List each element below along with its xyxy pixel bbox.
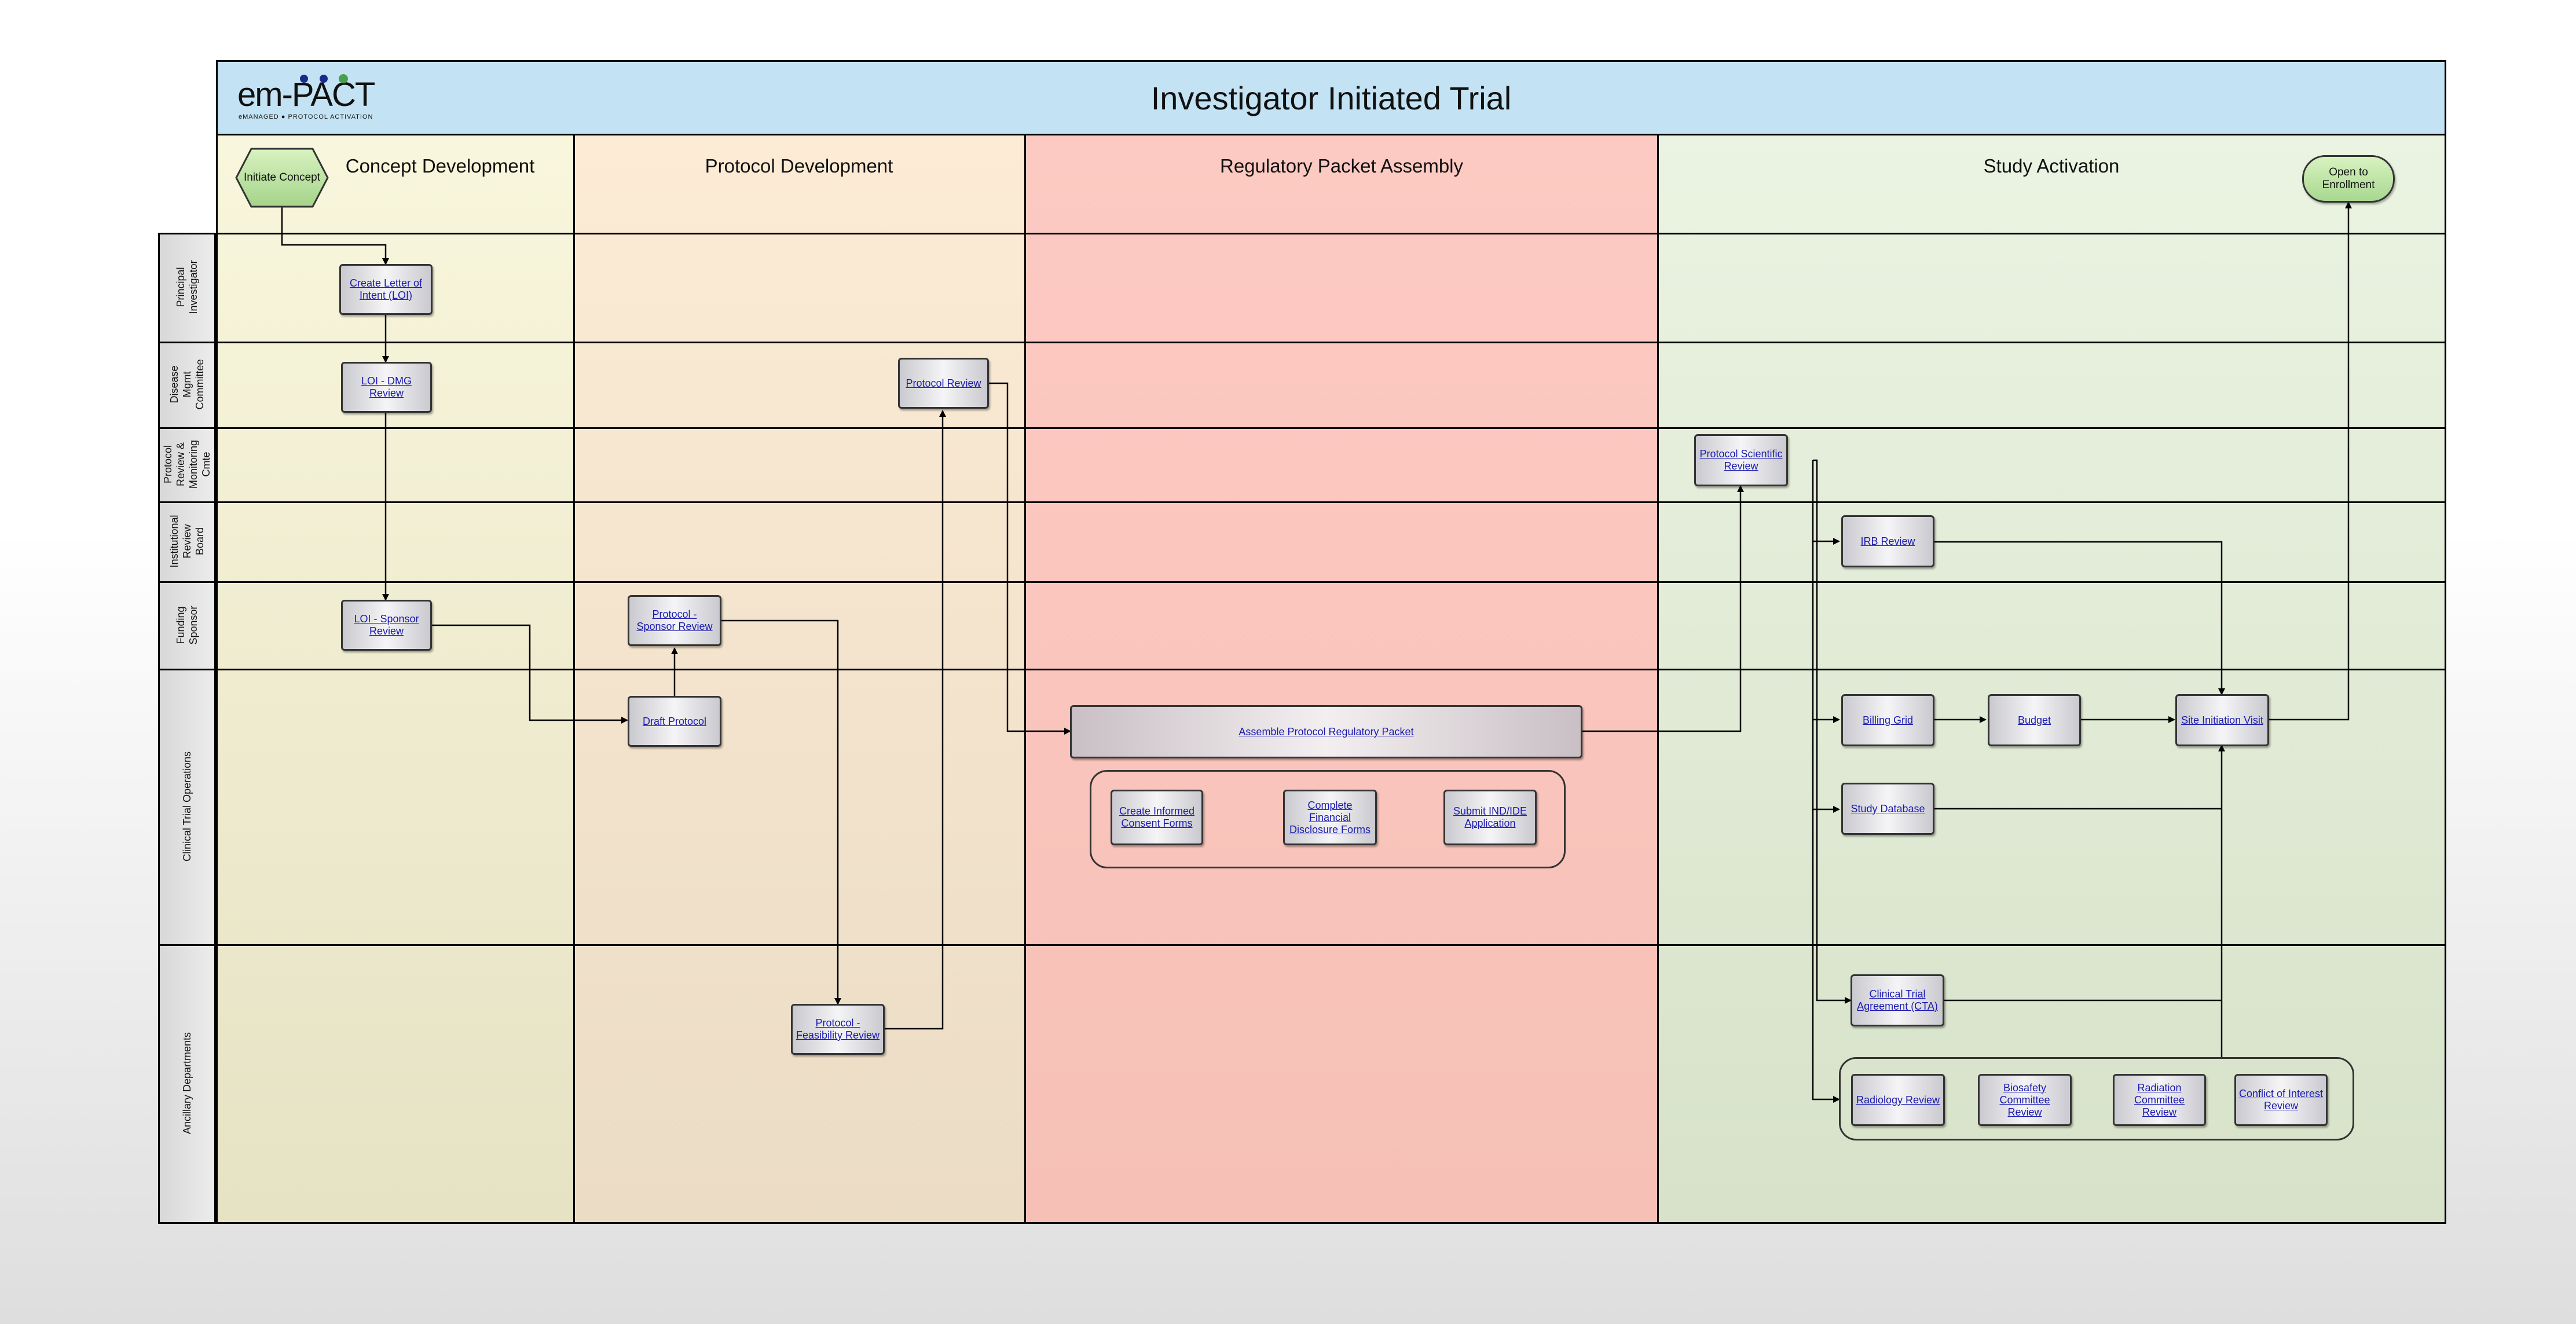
step-irb-review[interactable]: IRB Review bbox=[1841, 515, 1934, 567]
step-conflict-of-interest-review[interactable]: Conflict of Interest Review bbox=[2234, 1074, 2328, 1126]
lane-label-institutional-review-board: Institutional Review Board bbox=[168, 515, 206, 568]
logo-tagline: eMANAGED ● PROTOCOL ACTIVATION bbox=[239, 113, 373, 120]
logo-dots-icon bbox=[300, 74, 348, 83]
step-loi-dmg-review[interactable]: LOI - DMG Review bbox=[341, 362, 432, 413]
phase-column-regulatory bbox=[1024, 134, 1659, 1224]
step-create-loi[interactable]: Create Letter of Intent (LOI) bbox=[339, 264, 433, 315]
phase-title-protocol: Protocol Development bbox=[705, 155, 893, 177]
lane-label-funding-sponsor: Funding Sponsor bbox=[175, 605, 199, 645]
lane-divider bbox=[158, 669, 2446, 670]
diagram-title: Investigator Initiated Trial bbox=[1150, 79, 1512, 116]
step-clinical-trial-agreement[interactable]: Clinical Trial Agreement (CTA) bbox=[1851, 974, 1944, 1026]
step-loi-sponsor-review[interactable]: LOI - Sponsor Review bbox=[341, 600, 432, 651]
phase-title-regulatory: Regulatory Packet Assembly bbox=[1219, 155, 1464, 177]
ancillary-review-group bbox=[1839, 1057, 2354, 1140]
lane-label-protocol-review-monitoring: Protocol Review & Monitoring Cmte bbox=[162, 439, 212, 489]
step-radiology-review[interactable]: Radiology Review bbox=[1851, 1074, 1945, 1126]
lane-label-clinical-trial-operations: Clinical Trial Operations bbox=[181, 751, 193, 862]
step-radiation-committee-review[interactable]: Radiation Committee Review bbox=[2113, 1074, 2206, 1126]
lane-label-principal-investigator: Principal Investigator bbox=[175, 260, 199, 314]
step-budget[interactable]: Budget bbox=[1988, 694, 2081, 746]
step-site-initiation-visit[interactable]: Site Initiation Visit bbox=[2175, 694, 2269, 746]
step-protocol-scientific-review[interactable]: Protocol Scientific Review bbox=[1694, 434, 1788, 486]
step-assemble-protocol-regulatory-packet[interactable]: Assemble Protocol Regulatory Packet bbox=[1070, 705, 1582, 758]
regulatory-subtask-group bbox=[1090, 770, 1566, 868]
phase-title-activation: Study Activation bbox=[1983, 155, 2120, 177]
step-submit-ind-ide-application[interactable]: Submit IND/IDE Application bbox=[1443, 790, 1537, 845]
step-biosafety-committee-review[interactable]: Biosafety Committee Review bbox=[1978, 1074, 2072, 1126]
step-protocol-feasibility-review[interactable]: Protocol - Feasibility Review bbox=[791, 1004, 885, 1055]
lane-divider bbox=[158, 581, 2446, 583]
step-billing-grid[interactable]: Billing Grid bbox=[1841, 694, 1934, 746]
lane-divider bbox=[158, 233, 2446, 234]
phase-title-concept: Concept Development bbox=[345, 155, 535, 177]
start-initiate-concept[interactable]: Initiate Concept bbox=[243, 171, 321, 184]
swimlane-label-column bbox=[158, 233, 216, 1224]
lane-divider bbox=[158, 944, 2446, 946]
step-protocol-review[interactable]: Protocol Review bbox=[898, 358, 989, 409]
logo: em-PACT bbox=[237, 76, 375, 113]
lane-divider bbox=[158, 427, 2446, 429]
start-hexagon-icon bbox=[235, 148, 329, 208]
lane-label-ancillary-departments: Ancillary Departments bbox=[181, 1032, 193, 1135]
step-create-informed-consent-forms[interactable]: Create Informed Consent Forms bbox=[1111, 790, 1203, 845]
step-complete-financial-disclosure-forms[interactable]: Complete Financial Disclosure Forms bbox=[1283, 790, 1377, 845]
step-study-database[interactable]: Study Database bbox=[1841, 783, 1934, 835]
diagram-frame bbox=[216, 60, 2446, 1224]
end-open-to-enrollment[interactable]: Open to Enrollment bbox=[2302, 155, 2395, 203]
step-protocol-sponsor-review[interactable]: Protocol - Sponsor Review bbox=[628, 595, 721, 646]
step-draft-protocol[interactable]: Draft Protocol bbox=[628, 696, 721, 747]
lane-divider bbox=[158, 342, 2446, 343]
lane-label-disease-mgmt-committee: Disease Mgmt Committee bbox=[168, 359, 206, 410]
lane-divider bbox=[158, 501, 2446, 503]
